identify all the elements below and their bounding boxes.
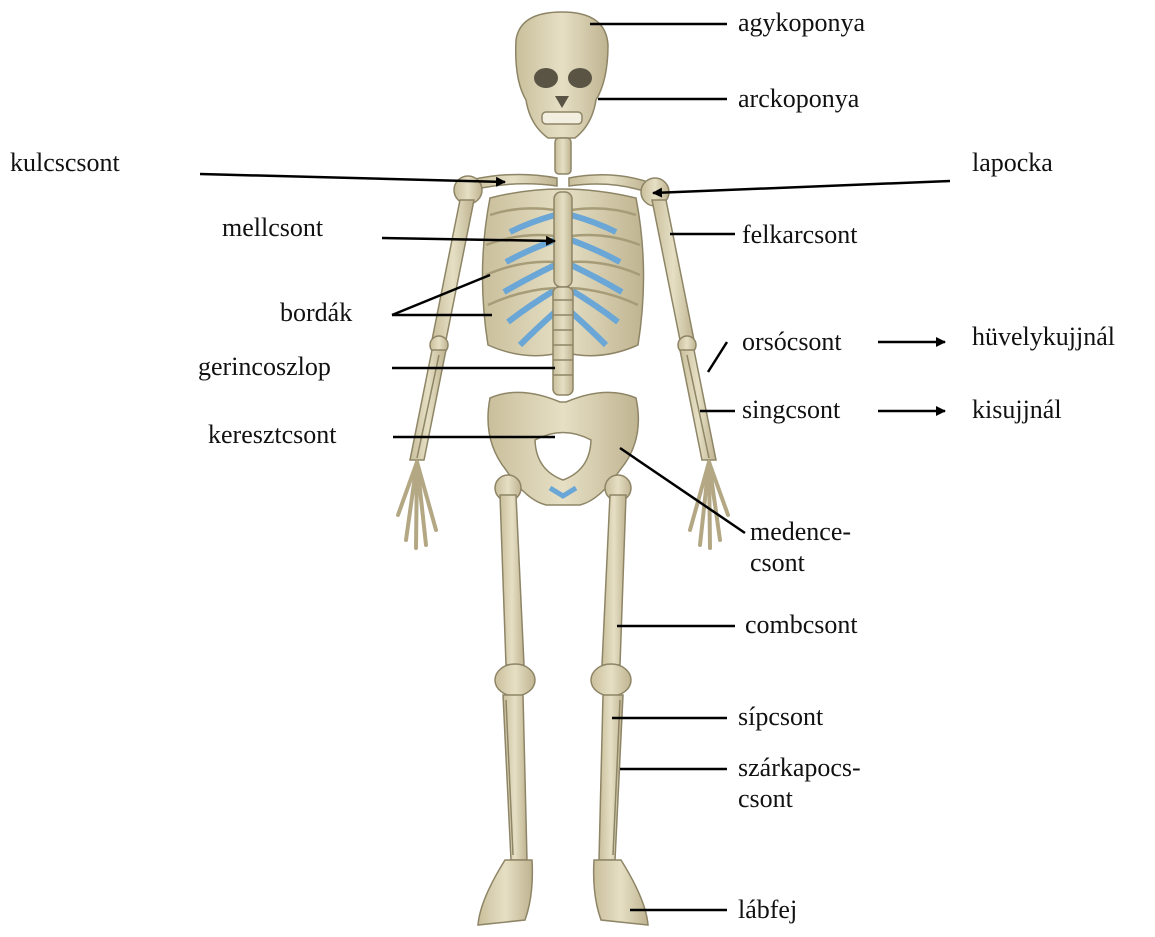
label-gerincoszlop: gerincoszlop — [198, 352, 331, 382]
humerus-left — [432, 200, 474, 340]
line-kulcscsont — [200, 174, 505, 182]
label-agykoponya: agykoponya — [738, 8, 865, 38]
label-mellcsont: mellcsont — [222, 213, 323, 243]
label-kisujjnal: kisujjnál — [972, 395, 1062, 425]
foot-right — [594, 860, 648, 925]
hand-right — [690, 462, 728, 548]
label-felkarcsont: felkarcsont — [742, 220, 858, 250]
label-szarkapocscsont-line1: szárkapocs- — [738, 753, 861, 783]
label-combcsont: combcsont — [745, 610, 858, 640]
hand-left — [398, 462, 436, 548]
neck — [555, 138, 571, 174]
line-medencecsont — [620, 448, 745, 533]
label-bordak: bordák — [280, 298, 352, 328]
label-medencecsont-line1: medence- — [750, 517, 851, 547]
label-lapocka: lapocka — [972, 148, 1053, 178]
label-sipcsont: sípcsont — [738, 702, 823, 732]
label-medencecsont-line2: csont — [750, 548, 805, 578]
femur-right — [602, 495, 626, 665]
label-orsocsont: orsócsont — [742, 327, 842, 357]
skeleton-figure — [398, 12, 728, 925]
foot-left — [478, 860, 532, 925]
line-lapocka — [653, 181, 950, 193]
label-labfej: lábfej — [738, 895, 797, 925]
label-singcsont: singcsont — [742, 395, 840, 425]
label-huvelykujjnal: hüvelykujjnál — [972, 322, 1115, 352]
label-keresztcsont: keresztcsont — [208, 420, 337, 450]
humerus-right — [652, 200, 694, 340]
femur-left — [500, 495, 524, 665]
spine — [553, 287, 573, 395]
label-szarkapocscsont-line2: csont — [738, 784, 793, 814]
sternum — [554, 192, 572, 287]
label-kulcscsont: kulcscsont — [10, 148, 120, 178]
label-arckoponya: arckoponya — [738, 84, 859, 114]
line-orsocsont — [708, 342, 727, 372]
